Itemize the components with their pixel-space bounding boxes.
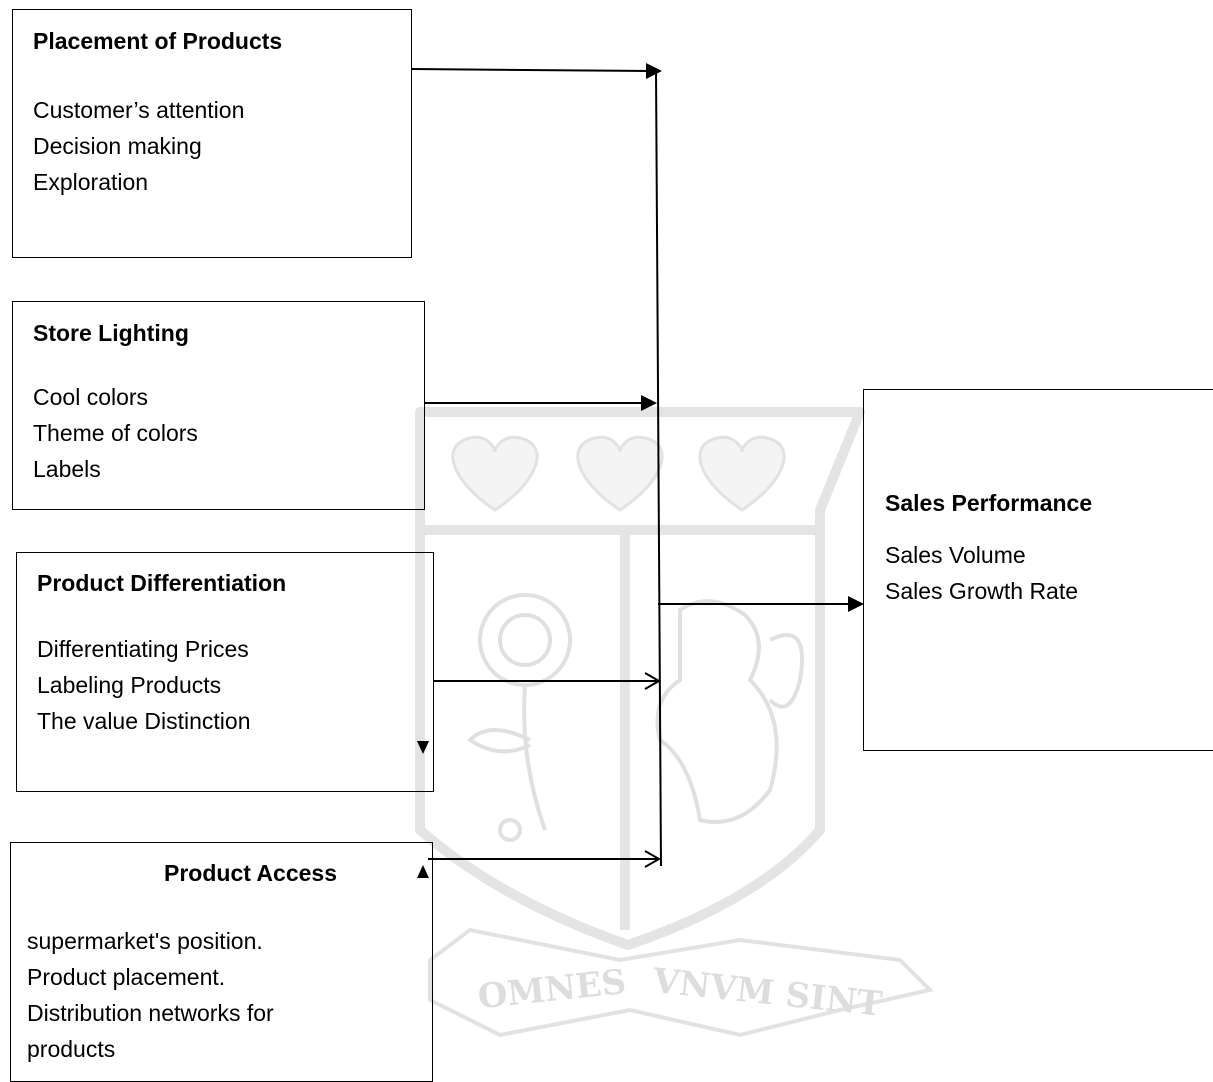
lighting-item: Theme of colors [33,420,198,446]
sales-item: Sales Volume [885,542,1026,568]
store-lighting-title: Store Lighting [33,320,189,346]
placement-of-products-box: Placement of Products Customer’s attenti… [12,9,412,258]
product-differentiation-box: Product Differentiation Differentiating … [16,552,434,792]
rose-icon [478,593,572,687]
access-item: Product placement. [27,964,226,990]
motto-ribbon [428,927,934,1038]
motto-right: VNVM SINT [650,961,884,1025]
heart-icon [698,435,786,512]
differentiation-item: The value Distinction [37,708,251,734]
sales-item: Sales Growth Rate [885,578,1079,604]
motto-left: OMNES [476,962,628,1017]
differentiation-item: Differentiating Prices [37,636,249,662]
heart-icon [576,435,664,512]
store-lighting-box: Store Lighting Cool colors Theme of colo… [12,301,425,510]
sales-performance-box: Sales Performance Sales Volume Sales Gro… [863,389,1213,751]
sales-performance-title: Sales Performance [885,490,1093,516]
lion-icon [655,599,779,824]
placement-item: Decision making [33,133,202,159]
product-access-title: Product Access [164,860,337,886]
lighting-item: Labels [33,456,101,482]
placement-of-products-title: Placement of Products [33,28,283,54]
product-access-box: Product Access supermarket's position. P… [10,842,433,1082]
placement-item: Exploration [33,169,149,195]
access-item: supermarket's position. [27,928,263,954]
lighting-item: Cool colors [33,384,149,410]
access-item: Distribution networks for [27,1000,274,1026]
product-differentiation-title: Product Differentiation [37,570,287,596]
shield-outline [415,407,865,950]
placement-item: Customer’s attention [33,97,245,123]
access-item: products [27,1036,116,1062]
heart-icon [451,435,539,512]
differentiation-item: Labeling Products [37,672,222,698]
